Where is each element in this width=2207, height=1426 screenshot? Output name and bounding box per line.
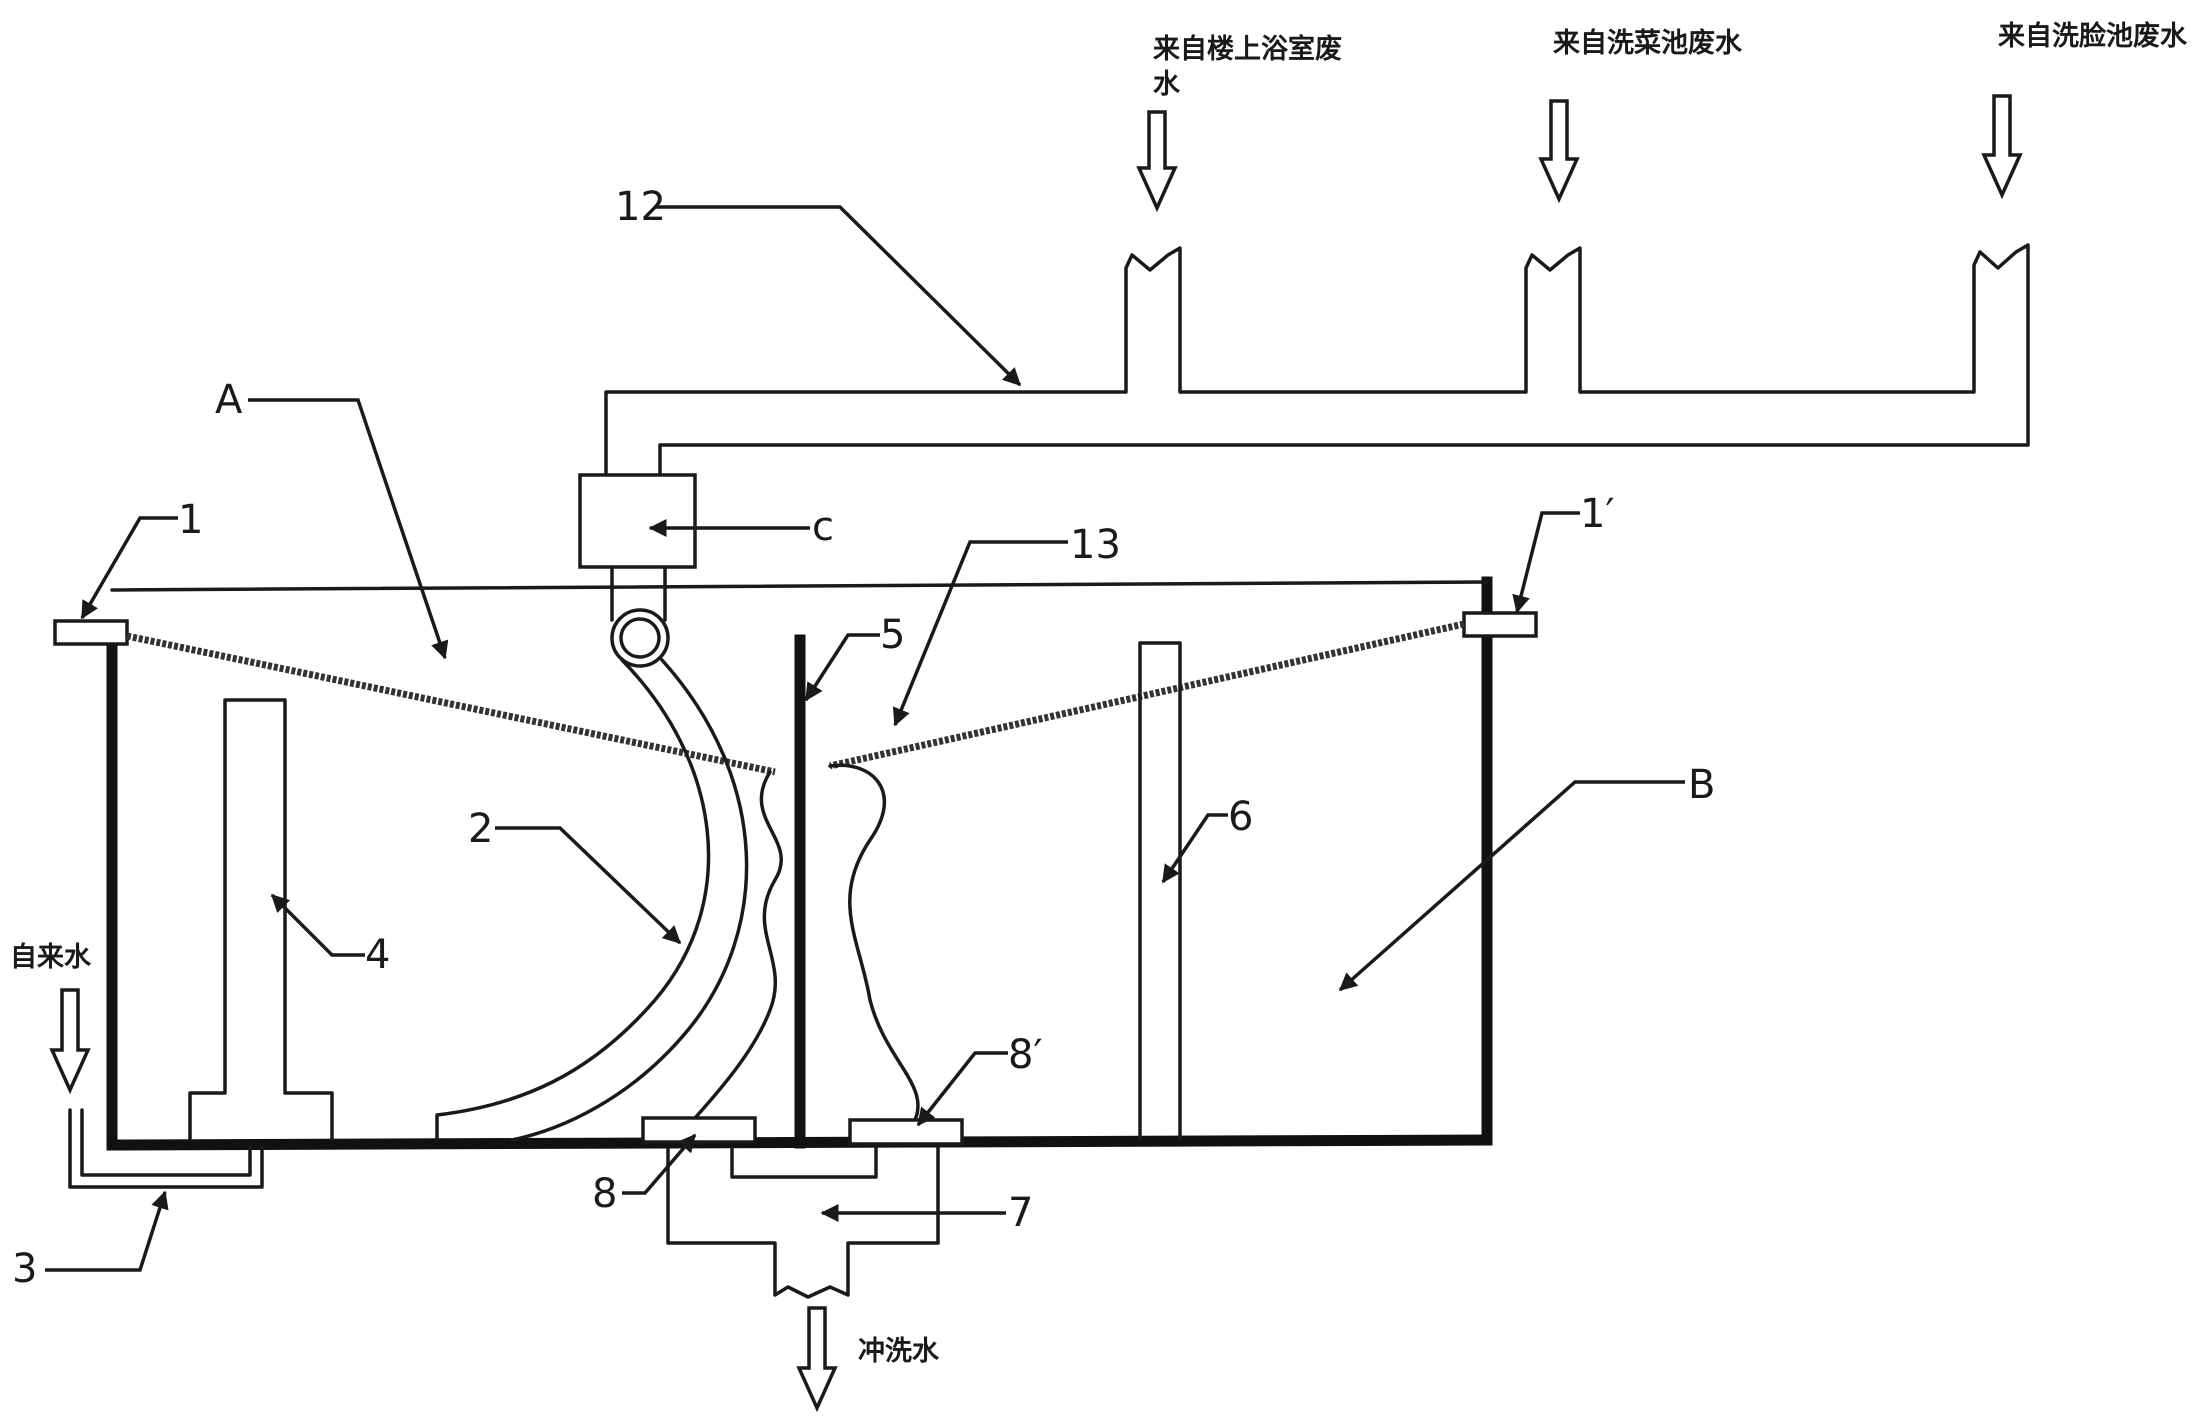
label-from-bath-line1: 来自楼上浴室废	[1153, 33, 1342, 65]
leader-1	[80, 516, 178, 620]
part-label-c: c	[812, 504, 834, 550]
float-valve-left	[53, 619, 129, 646]
label-from-bath-line2: 水	[1153, 69, 1181, 100]
label-flush-water: 冲洗水	[858, 1336, 940, 1367]
leader-5	[804, 633, 880, 702]
drain-valve-8	[641, 1116, 757, 1144]
label-from-vegetable-sink: 来自洗菜池废水	[1553, 27, 1743, 59]
leader-12	[655, 205, 1022, 387]
part-label-4: 4	[365, 932, 390, 978]
collecting-pipe-outline	[604, 243, 2030, 477]
part-label-A: A	[215, 377, 243, 423]
arrow-from-vegetable-sink	[1538, 99, 1580, 204]
arrow-flush-water	[796, 1306, 838, 1413]
box-drop-pipe	[610, 565, 667, 622]
leader-13	[892, 540, 1068, 727]
part-label-2: 2	[468, 806, 493, 852]
part-label-3: 3	[12, 1246, 37, 1292]
float-chain-right	[829, 620, 1465, 770]
arrow-from-bath	[1136, 110, 1178, 213]
leader-2	[495, 826, 682, 945]
leader-6	[1161, 813, 1228, 884]
part-label-B: B	[1688, 762, 1715, 808]
leader-1-prime	[1512, 511, 1580, 614]
standpipe-4	[188, 698, 334, 1142]
part-label-6: 6	[1228, 794, 1253, 840]
leader-A	[248, 398, 449, 660]
outlet-manifold-7	[666, 1146, 940, 1299]
drain-valve-8-prime	[848, 1118, 964, 1146]
part-label-7: 7	[1008, 1190, 1033, 1236]
float-chain-left	[126, 632, 776, 776]
flexible-hose-left	[693, 770, 783, 1120]
label-from-wash-basin: 来自洗脸池废水	[1998, 20, 2188, 52]
flexible-hose-right	[828, 763, 920, 1122]
inlet-pipe-3	[68, 1108, 264, 1189]
collecting-pipe	[604, 243, 2030, 477]
pipe-roller-inner	[619, 617, 661, 659]
flow-arrows	[49, 94, 2023, 1413]
curved-pipe-outer	[435, 658, 711, 1142]
leader-8	[622, 1133, 697, 1195]
part-label-8-prime: 8′	[1008, 1032, 1043, 1078]
part-label-8: 8	[592, 1171, 617, 1217]
part-label-13: 13	[1070, 522, 1121, 568]
arrow-from-wash-basin	[1981, 94, 2023, 200]
part-label-5: 5	[880, 612, 905, 658]
label-tap-water: 自来水	[10, 941, 92, 973]
filter-box-c	[578, 473, 697, 569]
part-label-1-prime: 1′	[1580, 491, 1615, 537]
float-valve-right	[1462, 611, 1538, 638]
curved-pipe-inner	[510, 658, 749, 1142]
leader-B	[1338, 780, 1685, 992]
leader-3	[45, 1190, 169, 1272]
leader-4	[270, 893, 365, 957]
leader-lines	[45, 205, 1685, 1272]
leader-8-prime	[916, 1051, 1008, 1127]
part-label-1: 1	[178, 497, 203, 543]
part-label-12: 12	[615, 184, 666, 230]
vertical-pipe-6	[1138, 641, 1182, 1142]
arrow-tap-water	[49, 988, 91, 1095]
tank-top	[110, 580, 1489, 592]
